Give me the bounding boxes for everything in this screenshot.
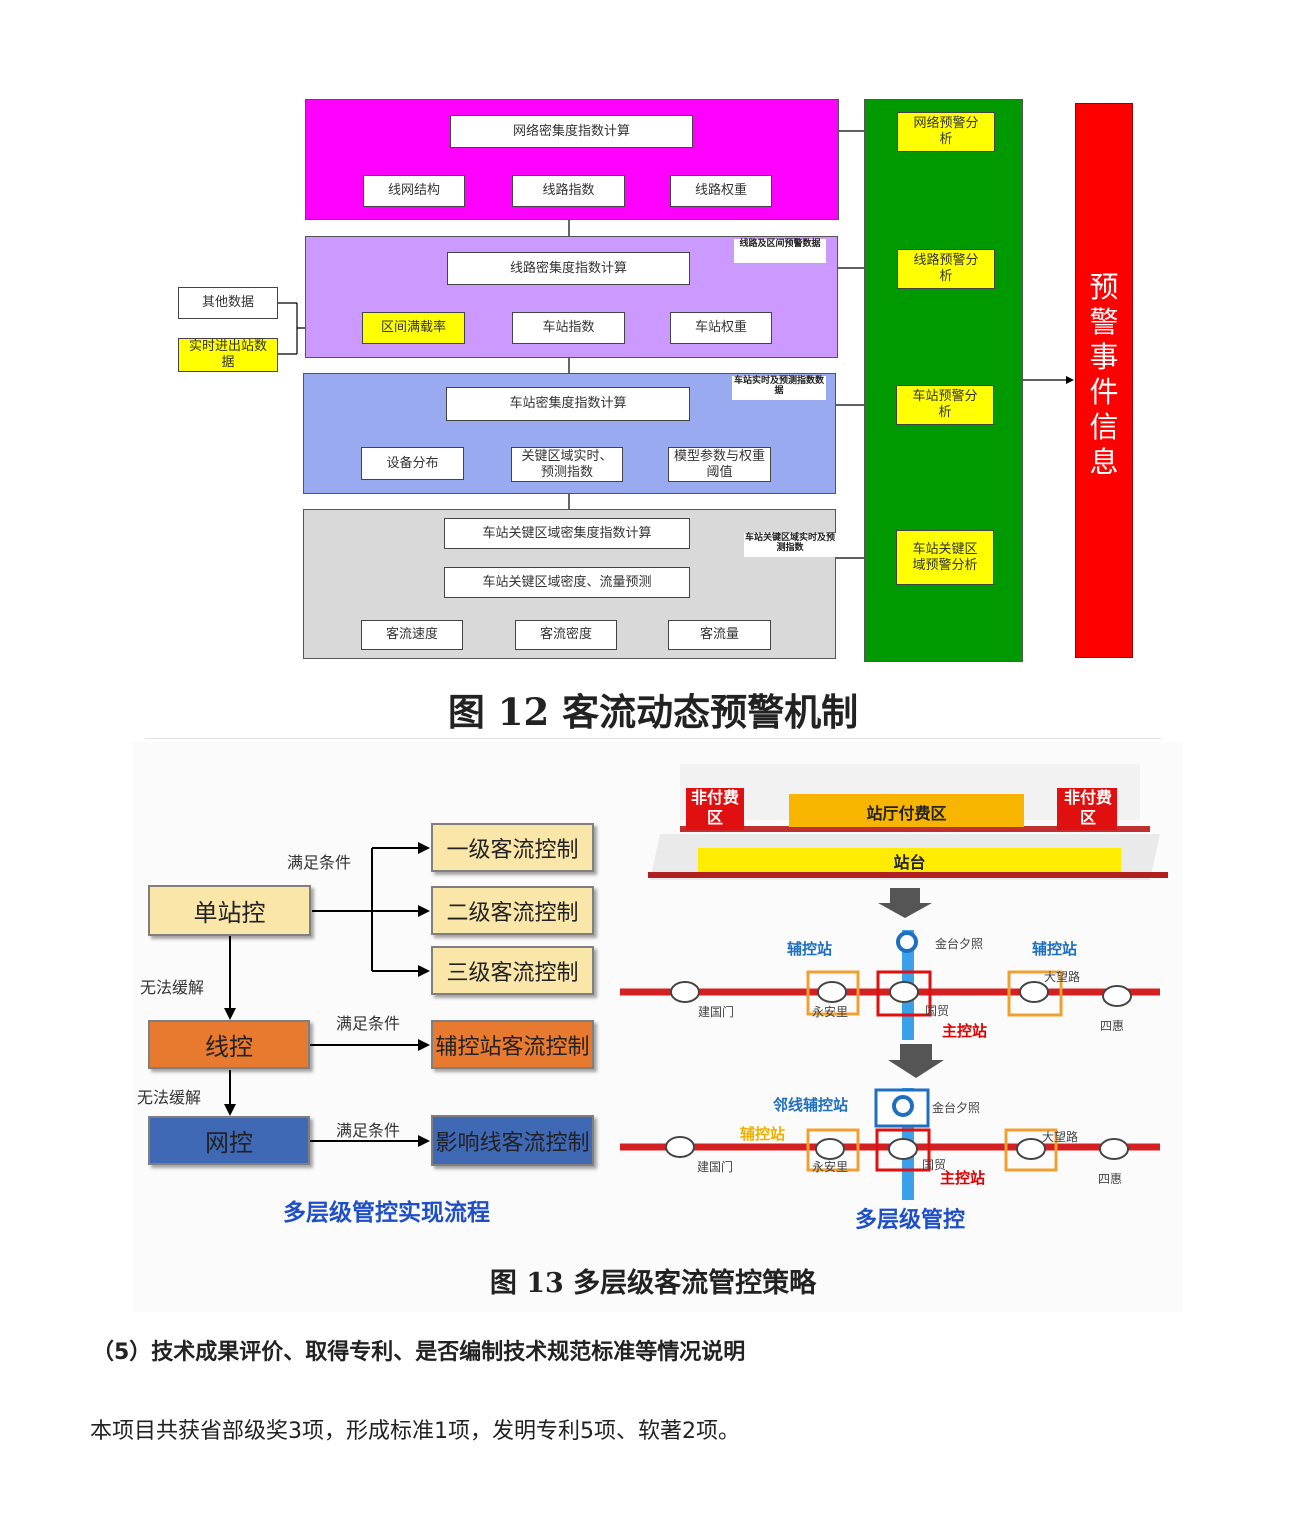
station-warning-analysis: 车站预警分析: [896, 385, 994, 425]
key-area-prediction: 车站关键区域密度、流量预测: [444, 567, 690, 598]
line-control: 线控: [148, 1020, 310, 1069]
flow-density: 客流密度: [515, 620, 617, 650]
key-area-index: 关键区域实时、预测指数: [511, 447, 623, 482]
station-data-note: 车站实时及预测指数数据: [732, 376, 826, 400]
network-warning-analysis: 网络预警分析: [897, 112, 995, 152]
key-area-data-note: 车站关键区域实时及预测指数: [744, 533, 836, 557]
map-title: 多层级管控: [855, 1208, 966, 1233]
station-jintai-2: 金台夕照: [932, 1101, 981, 1115]
control-map-graphic: [620, 764, 1168, 1200]
section-load-rate: 区间满载率: [362, 312, 465, 344]
condition-label-1: 满足条件: [287, 853, 352, 872]
flow-volume: 客流量: [668, 620, 771, 650]
network-density-calc: 网络密集度指数计算: [450, 115, 693, 148]
station-guomao-2: 国贸: [922, 1158, 947, 1172]
station-index: 车站指数: [512, 312, 625, 344]
level1-control: 一级客流控制: [431, 823, 594, 872]
station-density-calc: 车站密集度指数计算: [446, 387, 690, 421]
key-area-density-calc: 车站关键区域密集度指数计算: [444, 518, 690, 549]
figure-12-caption: 图 12 客流动态预警机制: [447, 690, 859, 734]
line-network-structure: 线网结构: [363, 175, 465, 207]
station-weight: 车站权重: [670, 312, 772, 344]
line-index: 线路指数: [512, 175, 625, 207]
warning-event-column: [1075, 103, 1133, 658]
station-jianguomen-1: 建国门: [698, 1005, 735, 1019]
condition-label-2: 满足条件: [336, 1014, 401, 1033]
nonpay-area-right: 非付费区: [1063, 788, 1112, 827]
figure-divider: [145, 738, 1161, 739]
nonpay-area-left: 非付费区: [690, 788, 739, 827]
condition-label-3: 满足条件: [336, 1121, 401, 1140]
station-jianguomen-2: 建国门: [697, 1160, 734, 1174]
aux-station-label-1a: 辅控站: [787, 940, 833, 958]
other-data: 其他数据: [178, 287, 278, 319]
station-sihui-2: 四惠: [1098, 1172, 1123, 1186]
level3-control: 三级客流控制: [431, 946, 594, 995]
figure-13-caption: 图 13 多层级客流管控策略: [489, 1268, 817, 1299]
level2-control: 二级客流控制: [431, 886, 594, 935]
station-dawanglu-2: 大望路: [1042, 1130, 1079, 1144]
key-area-warning-analysis: 车站关键区域预警分析: [896, 530, 994, 585]
warning-event-info: 预警事件信息: [1089, 270, 1119, 479]
aux-station-label-1b: 辅控站: [1032, 940, 1078, 958]
network-control: 网控: [148, 1116, 310, 1165]
aux-station-label-2: 辅控站: [740, 1125, 786, 1143]
station-jintai-1: 金台夕照: [935, 937, 984, 951]
paid-concourse: 站厅付费区: [866, 804, 947, 823]
main-station-label-1: 主控站: [942, 1022, 988, 1040]
flow-speed: 客流速度: [361, 620, 463, 650]
relief-label-2: 无法缓解: [137, 1088, 202, 1107]
section-heading: （5）技术成果评价、取得专利、是否编制技术规范标准等情况说明: [92, 1340, 746, 1365]
station-dawanglu-1: 大望路: [1044, 970, 1081, 984]
flow-title: 多层级管控实现流程: [283, 1200, 490, 1226]
platform: 站台: [893, 853, 926, 872]
equipment-distribution: 设备分布: [361, 447, 464, 480]
station-guomao-1: 国贸: [925, 1004, 950, 1018]
line-warning-analysis: 线路预警分析: [897, 249, 995, 289]
affected-line-control: 影响线客流控制: [431, 1115, 594, 1166]
adjacent-aux-station-label: 邻线辅控站: [773, 1096, 849, 1114]
station-sihui-1: 四惠: [1100, 1019, 1125, 1033]
main-station-label-2: 主控站: [940, 1169, 986, 1187]
line-weight: 线路权重: [670, 175, 772, 207]
relief-label-1: 无法缓解: [140, 978, 205, 997]
aux-station-control: 辅控站客流控制: [431, 1020, 594, 1069]
flow-connectors: [224, 842, 430, 1147]
model-parameters: 模型参数与权重阈值: [668, 447, 771, 482]
section-body: 本项目共获省部级奖3项，形成标准1项，发明专利5项、软著2项。: [90, 1419, 740, 1444]
realtime-entry-exit-data: 实时进出站数据: [178, 338, 278, 372]
line-warning-data-note: 线路及区间预警数据: [734, 239, 826, 263]
station-yonganli-2: 永安里: [812, 1160, 849, 1174]
line-density-calc: 线路密集度指数计算: [447, 252, 690, 285]
single-station-control: 单站控: [148, 885, 311, 936]
station-yonganli-1: 永安里: [812, 1005, 849, 1019]
